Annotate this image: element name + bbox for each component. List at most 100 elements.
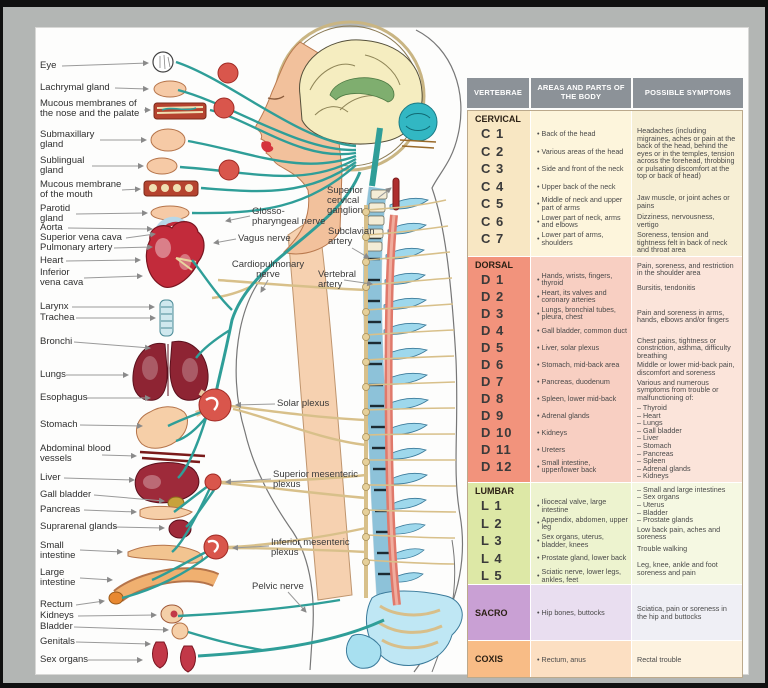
- area-l2: •Appendix, abdomen, upper leg: [537, 514, 628, 532]
- label-pulmonary-artery: Pulmonary artery: [40, 242, 113, 253]
- vertebra-d12: D 12: [481, 458, 513, 474]
- ganglia: [198, 62, 240, 560]
- bladder-organ: [171, 622, 189, 640]
- label-subclavian-artery: Subclavian artery: [328, 226, 375, 248]
- sympathetic-chain: [211, 199, 457, 598]
- header-areas: AREAS AND PARTS OF THE BODY: [531, 78, 631, 108]
- area-l3: •Sex organs, uterus, bladder, knees: [537, 532, 604, 549]
- symptom-dorsal-6: – Thyroid – Heart – Lungs – Gall bladder…: [637, 403, 691, 481]
- section-cervical: CERVICAL C 1 C 2 C 3 C 4 C 5 C 6 C 7 •Ba…: [468, 111, 742, 256]
- area-d6: •Stomach, mid-back area: [537, 359, 620, 369]
- label-vagus-nerve: Vagus nerve: [238, 233, 291, 244]
- label-superior-vena-cava: Superior vena cava: [40, 232, 122, 243]
- area-l4: •Prostate gland, lower back: [537, 553, 627, 563]
- symptom-cervical-0: Headaches (including migraines, aches or…: [637, 126, 736, 181]
- label-stomach: Stomach: [40, 419, 78, 430]
- vertebra-d3: D 3: [481, 305, 505, 321]
- area-c4: •Upper back of the neck: [537, 181, 616, 191]
- symptom-dorsal-3: Chest pains, tightness or constriction, …: [637, 335, 731, 360]
- area-l1: •Iliocecal valve, large intestine: [537, 497, 607, 514]
- vertebra-l1: L 1: [481, 498, 503, 514]
- label-bronchi: Bronchi: [40, 336, 73, 347]
- larynx-trachea-organ: [159, 299, 174, 337]
- section-title: CERVICAL: [475, 114, 521, 124]
- vertebra-l4: L 4: [481, 550, 503, 566]
- label-bladder: Bladder: [40, 621, 73, 632]
- brainstem: [369, 127, 383, 187]
- label-solar-plexus: Solar plexus: [277, 398, 330, 409]
- label-inferior-mesenteric-plexus: Inferior mesenteric plexus: [271, 537, 350, 559]
- section-lumbar: LUMBAR L 1 L 2 L 3 L 4 L 5 •Iliocecal va…: [468, 482, 742, 585]
- vertebra-c6: C 6: [481, 213, 505, 229]
- section-title: DORSAL: [475, 259, 513, 270]
- label-abdominal-blood-vessels: Abdominal blood vessels: [40, 443, 111, 465]
- label-cardiopulmonary-nerve: Cardiopulmonary nerve: [231, 259, 305, 281]
- liver-organ: [134, 462, 200, 504]
- label-submaxillary-gland: Submaxillary gland: [40, 129, 95, 151]
- symptom-coxis: Rectal trouble: [637, 654, 682, 664]
- lungs-organ: [132, 340, 209, 401]
- vertebra-d10: D 10: [481, 424, 513, 440]
- vertebra-l3: L 3: [481, 533, 503, 549]
- vertebra-d7: D 7: [481, 373, 505, 389]
- label-eye: Eye: [40, 60, 57, 71]
- lachrymal-organ: [153, 80, 187, 98]
- sex-organs-organ: [180, 645, 196, 673]
- vertebra-l5: L 5: [481, 568, 503, 584]
- area-c1: •Back of the head: [537, 129, 596, 138]
- area-c6: •Lower part of neck, arms and elbows: [537, 212, 621, 230]
- vertebra-c1: C 1: [481, 126, 505, 142]
- vertebra-c2: C 2: [481, 143, 505, 159]
- vertebra-c7: C 7: [481, 231, 505, 247]
- label-aorta: Aorta: [40, 222, 63, 233]
- vertebra-d5: D 5: [481, 339, 505, 355]
- heart-organ: [145, 216, 205, 288]
- label-liver: Liver: [40, 472, 61, 483]
- section-dorsal: DORSAL D 1 D 2 D 3 D 4 D 5 D 6 D 7 D 8 D…: [468, 256, 742, 482]
- stomach-organ: [135, 406, 188, 449]
- label-superior-mesenteric-plexus: Superior mesenteric plexus: [273, 469, 359, 491]
- area-d8: •Spleen, lower mid-back: [537, 393, 617, 403]
- header-symptoms: POSSIBLE SYMPTOMS: [633, 78, 743, 108]
- label-heart: Heart: [40, 255, 64, 266]
- area-d4: •Gall bladder, common duct: [537, 325, 628, 335]
- area-d1: •Hands, wrists, fingers, thyroid: [537, 270, 613, 288]
- inferior-mesenteric-node: [203, 534, 229, 560]
- section-sacro: SACRO •Hip bones, buttocks Sciatica, pai…: [468, 585, 742, 641]
- corpus-callosum: [329, 77, 395, 103]
- label-sublingual-gland: Sublingual gland: [40, 155, 85, 177]
- area-c2: •Various areas of the head: [537, 146, 624, 156]
- area-coxis: •Rectum, anus: [537, 654, 586, 664]
- area-d2: •Heart, its valves and coronary arteries: [537, 287, 607, 305]
- vertebra-d2: D 2: [481, 288, 505, 304]
- symptom-cervical-2: Dizziness, nervousness, vertigo: [637, 212, 715, 229]
- vertebra-d9: D 9: [481, 407, 505, 423]
- symptom-dorsal-2: Pain and soreness in arms, hands, elbows…: [637, 307, 729, 325]
- label-mucous-membranes-nose-palate: Mucous membranes of the nose and the pal…: [40, 98, 140, 120]
- label-parotid-gland: Parotid gland: [40, 203, 71, 225]
- nerves: [121, 60, 385, 658]
- head: [254, 20, 438, 255]
- vertebra-l2: L 2: [481, 515, 503, 531]
- vertebra-d6: D 6: [481, 356, 505, 372]
- eye-organ: [152, 51, 174, 73]
- area-d11: •Ureters: [537, 444, 566, 454]
- area-d5: •Liver, solar plexus: [537, 342, 600, 352]
- header-vertebrae: VERTEBRAE: [467, 78, 529, 108]
- superior-mesenteric-node: [204, 473, 222, 491]
- pancreas-organ: [139, 505, 193, 520]
- area-c5: •Middle of neck and upper part of arms: [537, 195, 623, 212]
- label-small-intestine: Small intestine: [40, 540, 76, 562]
- symptom-dorsal-1: Bursitis, tendonitis: [637, 283, 696, 292]
- label-sex-organs: Sex organs: [40, 654, 89, 665]
- label-trachea: Trachea: [40, 312, 75, 323]
- mouth-organ: [143, 180, 199, 197]
- label-larynx: Larynx: [40, 301, 69, 312]
- label-kidneys: Kidneys: [40, 610, 74, 621]
- abdominal-vessels-organ: [139, 450, 206, 464]
- label-glossopharyngeal-nerve: Glosso-pharyngeal nerve: [252, 206, 326, 228]
- area-c3: •Side and front of the neck: [537, 164, 624, 173]
- symptom-cervical-3: Soreness, tension and tightness felt in …: [637, 230, 728, 255]
- label-inferior-vena-cava: Inferior vena cava: [40, 267, 84, 289]
